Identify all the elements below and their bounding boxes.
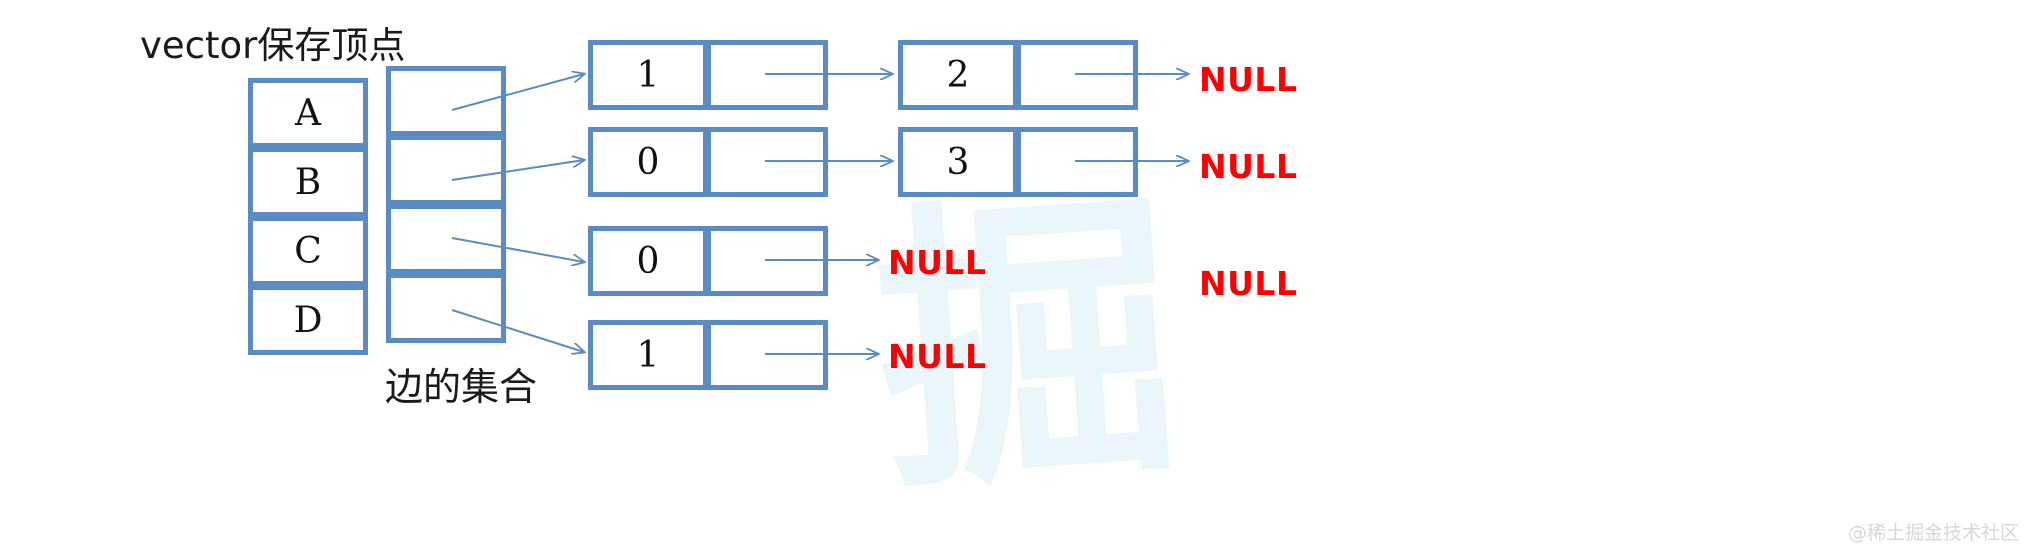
node-value: 1	[588, 320, 708, 390]
list-node-r1-n2[interactable]: 2	[898, 40, 1138, 110]
null-standalone: NULL	[1199, 264, 1298, 303]
node-pointer-field	[708, 40, 828, 110]
null-terminator-r3: NULL	[888, 243, 987, 282]
next-pointer-arrows	[765, 74, 1188, 354]
edge-cell-d[interactable]	[386, 273, 506, 343]
node-value: 0	[588, 127, 708, 197]
node-pointer-field	[708, 320, 828, 390]
node-value: 2	[898, 40, 1018, 110]
node-value: 3	[898, 127, 1018, 197]
edge-cell-c[interactable]	[386, 204, 506, 274]
vertex-cell-c[interactable]: C	[248, 216, 368, 286]
list-node-r4-n1[interactable]: 1	[588, 320, 828, 390]
vertex-cell-a[interactable]: A	[248, 78, 368, 148]
list-node-r2-n1[interactable]: 0	[588, 127, 828, 197]
null-terminator-r4: NULL	[888, 337, 987, 376]
vector-column-title: vector保存顶点	[140, 24, 406, 67]
node-pointer-field	[1018, 127, 1138, 197]
node-pointer-field	[708, 226, 828, 296]
null-terminator-r2: NULL	[1199, 147, 1298, 186]
vertex-cell-d[interactable]: D	[248, 285, 368, 355]
null-terminator-r1: NULL	[1199, 60, 1298, 99]
list-node-r3-n1[interactable]: 0	[588, 226, 828, 296]
list-node-r1-n1[interactable]: 1	[588, 40, 828, 110]
edge-cell-b[interactable]	[386, 135, 506, 205]
node-pointer-field	[1018, 40, 1138, 110]
source-watermark: @稀土掘金技术社区	[1847, 522, 2019, 544]
edge-cell-a[interactable]	[386, 66, 506, 136]
vertex-cell-b[interactable]: B	[248, 147, 368, 217]
edge-column-caption: 边的集合	[385, 365, 538, 409]
list-node-r2-n2[interactable]: 3	[898, 127, 1138, 197]
node-pointer-field	[708, 127, 828, 197]
node-value: 1	[588, 40, 708, 110]
node-value: 0	[588, 226, 708, 296]
